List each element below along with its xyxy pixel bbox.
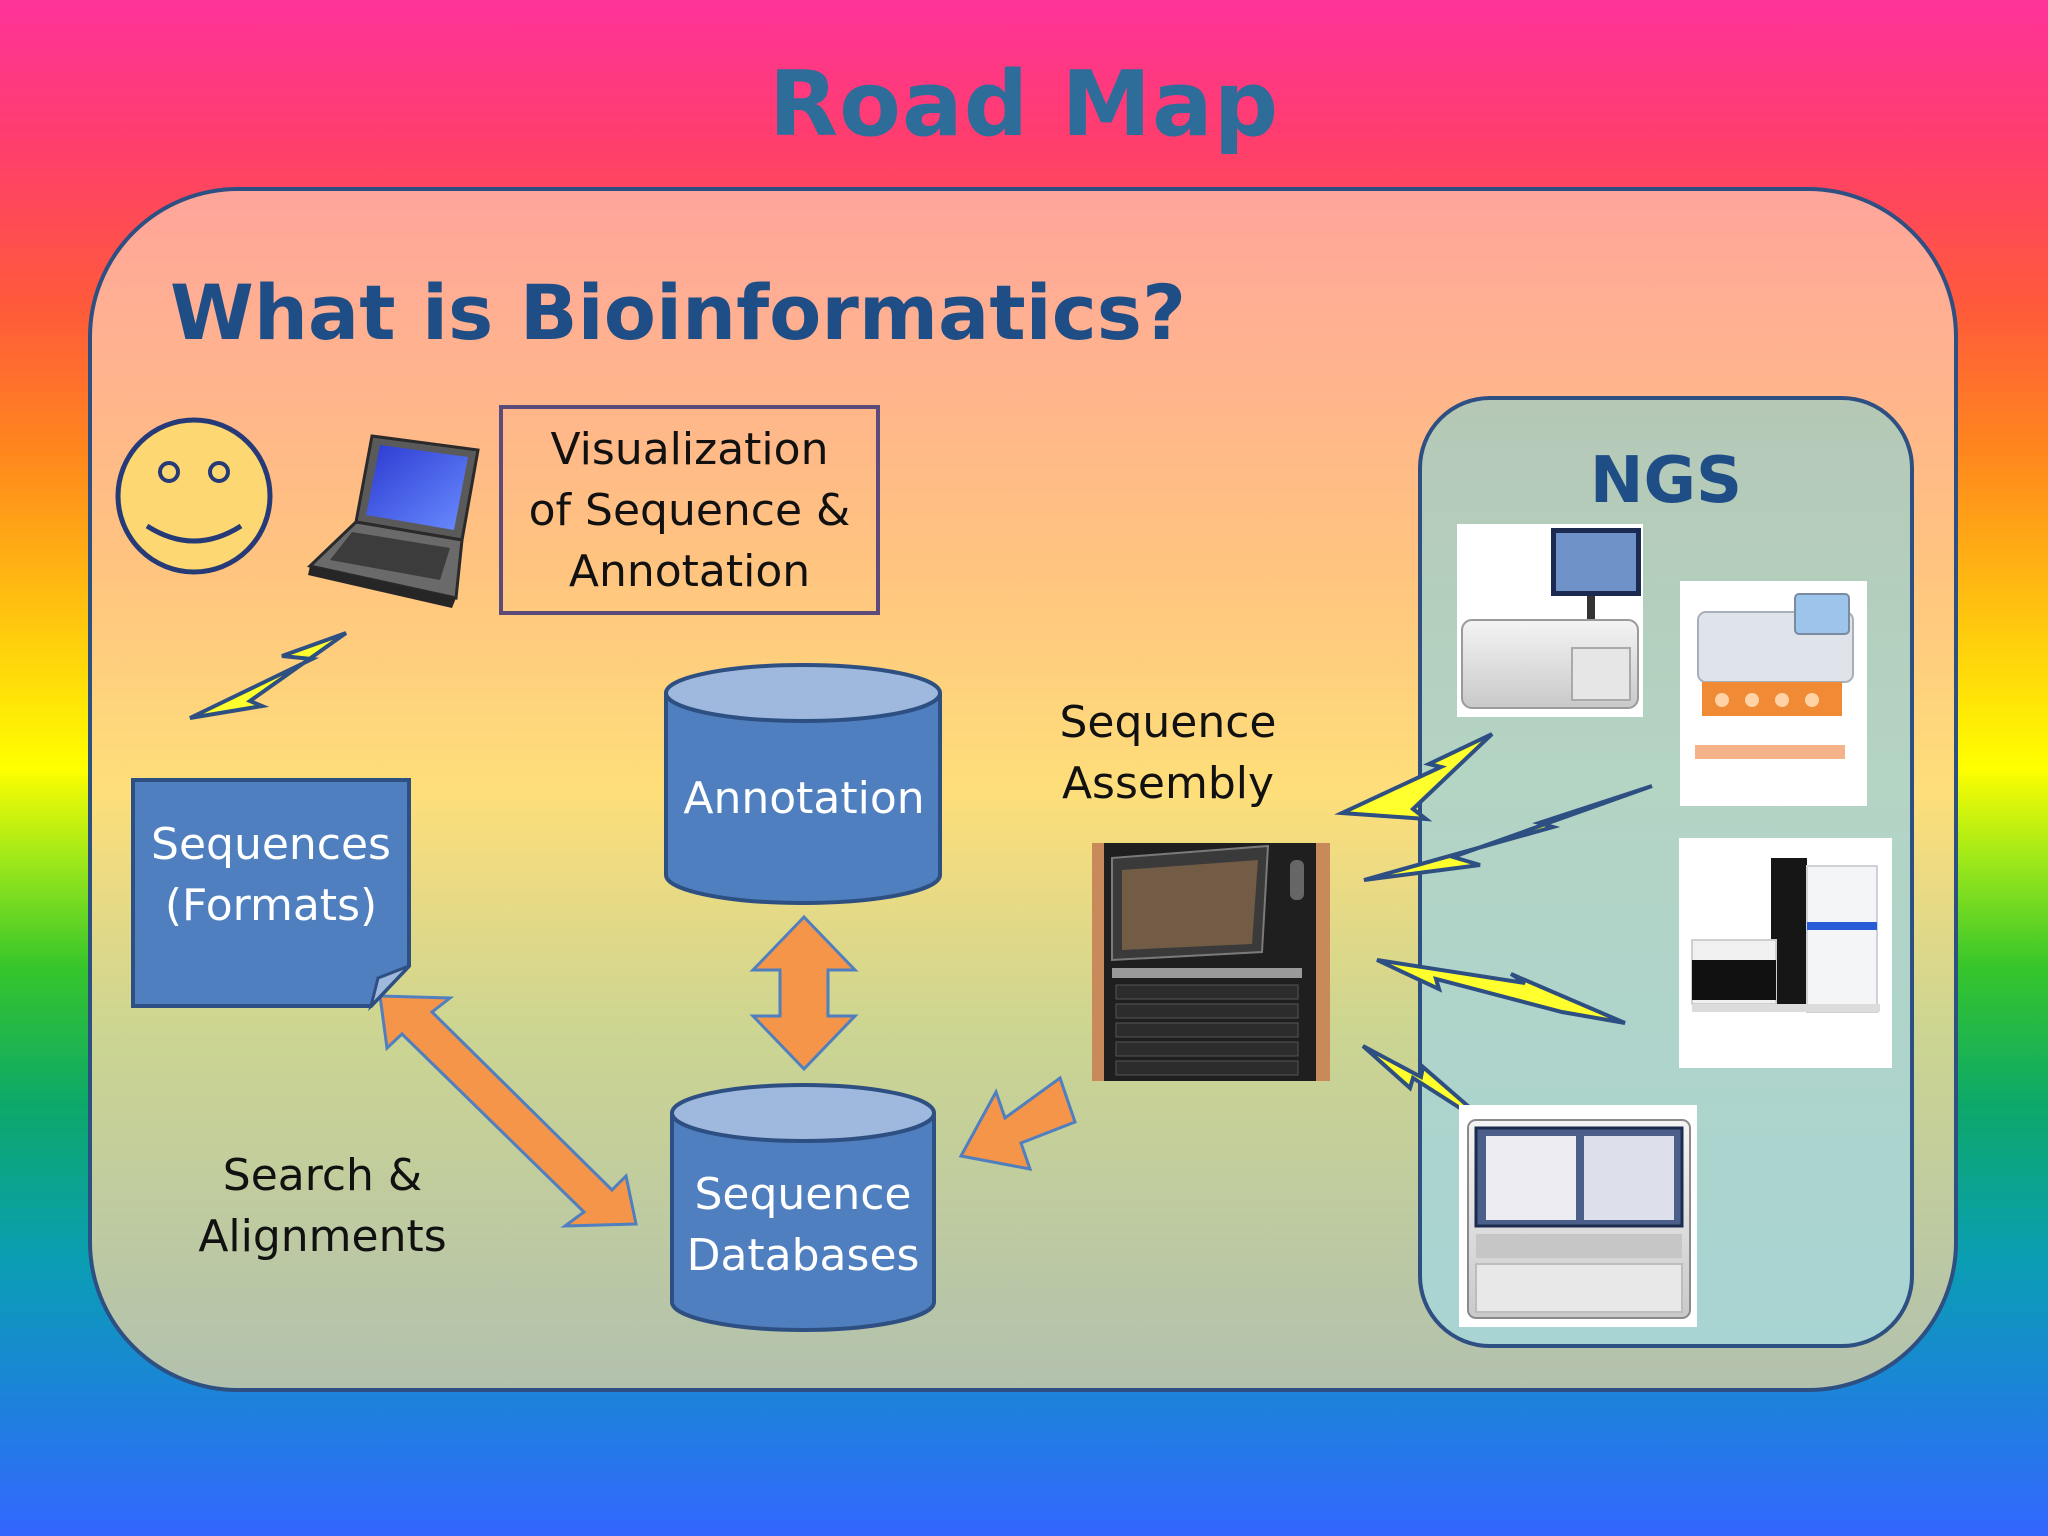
search-alignments-label: Search & Alignments <box>198 1150 447 1262</box>
laptop-icon <box>306 434 480 608</box>
smiley-icon <box>115 417 273 575</box>
ngs-instrument-tower-sequencer <box>1679 838 1892 1068</box>
sequences-label: Sequences (Formats) <box>151 819 391 931</box>
double-arrow-annotation-databases <box>749 914 859 1072</box>
slide-title: Road Map <box>768 52 1280 157</box>
slide-heading: What is Bioinformatics? <box>170 268 1187 357</box>
sequences-document-shape <box>131 778 411 1012</box>
sequence-databases-label: Sequence Databases <box>686 1169 920 1281</box>
ngs-instrument-monitor-sequencer <box>1457 524 1643 717</box>
visualization-label: Visualization of Sequence & Annotation <box>528 423 851 597</box>
ngs-instrument-automated-sequencer <box>1459 1105 1697 1327</box>
sequence-assembly-label: Sequence Assembly <box>1059 697 1277 809</box>
arrow-assembly-to-databases <box>958 1075 1077 1171</box>
sequence-database-cylinder <box>670 1083 936 1332</box>
lightning-icon <box>189 631 1653 1135</box>
visualization-box: Visualization of Sequence & Annotation <box>499 405 880 615</box>
double-arrow-sequences-databases <box>378 994 638 1228</box>
server-rack-icon <box>1092 843 1330 1081</box>
ngs-title: NGS <box>1589 444 1743 518</box>
annotation-database-cylinder <box>664 663 942 905</box>
annotation-label: Annotation <box>683 773 925 824</box>
ngs-instrument-benchtop-sequencer <box>1680 581 1867 806</box>
